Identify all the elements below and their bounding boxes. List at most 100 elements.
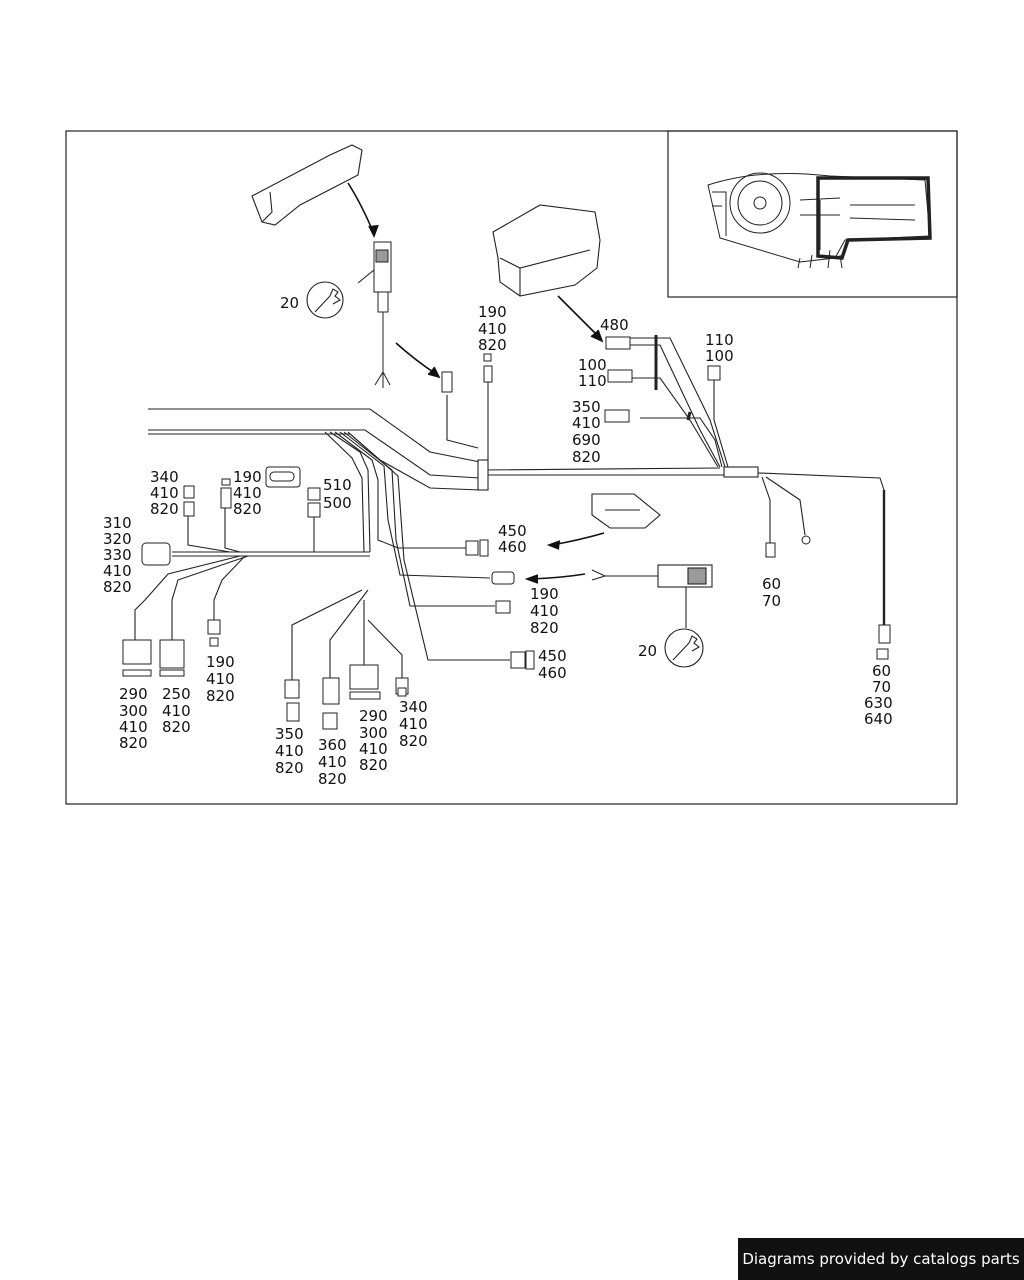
connector-360 xyxy=(322,677,340,705)
label-510: 510 xyxy=(323,476,352,494)
label-350-bot: 820 xyxy=(275,759,304,777)
label-340-bot: 340 xyxy=(399,698,428,716)
label-190-mid: 820 xyxy=(530,619,559,637)
label-60-70: 70 xyxy=(762,592,781,610)
label-110-100: 110 xyxy=(705,331,734,349)
connector-290-left xyxy=(122,639,152,665)
label-450-a: 450 xyxy=(498,522,527,540)
connector-450-a xyxy=(465,540,479,556)
label-190-low: 190 xyxy=(206,653,235,671)
label-290-left: 290 xyxy=(119,685,148,703)
label-190-mid: 410 xyxy=(530,602,559,620)
label-190-left: 820 xyxy=(233,500,262,518)
pointer-arrows xyxy=(347,182,605,584)
label-100-110: 100 xyxy=(578,356,607,374)
label-190-left: 410 xyxy=(233,484,262,502)
connector-340-top xyxy=(183,485,195,499)
label-310: 820 xyxy=(103,578,132,596)
footer-credit: Diagrams provided by catalogs parts xyxy=(738,1238,1024,1280)
connector-480 xyxy=(605,336,631,350)
left-sub-harness xyxy=(134,431,510,680)
connector-110-100 xyxy=(707,365,721,381)
connector-450-b xyxy=(510,651,526,669)
label-350-bot: 410 xyxy=(275,742,304,760)
label-290-bot: 290 xyxy=(359,707,388,725)
label-250: 410 xyxy=(162,702,191,720)
label-190-top: 410 xyxy=(478,320,507,338)
label-290-bot: 300 xyxy=(359,724,388,742)
callout-labels: 20 20 190 410 820 480 100 110 110 100 35… xyxy=(103,294,893,788)
dashboard-location-inset xyxy=(707,172,932,269)
label-510: 500 xyxy=(323,494,352,512)
label-340-top: 820 xyxy=(150,500,179,518)
label-360: 820 xyxy=(318,770,347,788)
inset-frame xyxy=(667,130,958,298)
label-250: 250 xyxy=(162,685,191,703)
label-60-640: 60 xyxy=(872,662,891,680)
label-310: 320 xyxy=(103,530,132,548)
connector-60-70 xyxy=(765,542,776,558)
switch-component xyxy=(591,493,661,529)
label-60-640: 630 xyxy=(864,694,893,712)
label-110-100: 100 xyxy=(705,347,734,365)
ground-ring xyxy=(801,535,811,545)
label-290-bot: 820 xyxy=(359,756,388,774)
label-340-top: 340 xyxy=(150,468,179,486)
connector-60-640 xyxy=(878,624,891,644)
connector-100-110 xyxy=(607,369,633,383)
upper-branches xyxy=(446,335,886,625)
wrench-icon xyxy=(306,269,375,319)
label-290-left: 820 xyxy=(119,734,148,752)
connector-510 xyxy=(307,487,321,501)
connector-190-low xyxy=(495,600,511,614)
connector-small-a xyxy=(441,371,453,393)
label-290-left: 410 xyxy=(119,718,148,736)
label-310: 330 xyxy=(103,546,132,564)
label-450-b: 460 xyxy=(538,664,567,682)
connector-350-top xyxy=(604,409,630,423)
label-350-top: 820 xyxy=(572,448,601,466)
connector-190-top xyxy=(483,365,493,383)
label-250: 820 xyxy=(162,718,191,736)
label-340-top: 410 xyxy=(150,484,179,502)
label-190-top: 190 xyxy=(478,303,507,321)
label-480: 480 xyxy=(600,316,629,334)
label-190-mid: 190 xyxy=(530,585,559,603)
label-100-110: 110 xyxy=(578,372,607,390)
wrench-icon xyxy=(664,628,704,668)
label-190-low: 820 xyxy=(206,687,235,705)
connector-190-low-left xyxy=(207,619,221,635)
connectors xyxy=(122,241,891,730)
label-450-a: 460 xyxy=(498,538,527,556)
connector-190-mid xyxy=(491,571,515,585)
label-310: 310 xyxy=(103,514,132,532)
label-340-bot: 410 xyxy=(399,715,428,733)
label-360: 410 xyxy=(318,753,347,771)
components xyxy=(251,144,713,628)
label-350-top: 690 xyxy=(572,431,601,449)
overhead-switch-unit xyxy=(251,144,363,226)
connector-250 xyxy=(159,639,185,669)
control-module xyxy=(492,204,601,297)
label-350-top: 350 xyxy=(572,398,601,416)
label-tool-mid: 20 xyxy=(638,642,657,660)
label-60-640: 640 xyxy=(864,710,893,728)
label-350-top: 410 xyxy=(572,414,601,432)
label-60-70: 60 xyxy=(762,575,781,593)
label-360: 360 xyxy=(318,736,347,754)
label-450-b: 450 xyxy=(538,647,567,665)
label-290-bot: 410 xyxy=(359,740,388,758)
label-60-640: 70 xyxy=(872,678,891,696)
connector-190-left xyxy=(220,487,232,509)
label-350-bot: 350 xyxy=(275,725,304,743)
label-310: 410 xyxy=(103,562,132,580)
label-340-bot: 820 xyxy=(399,732,428,750)
label-290-left: 300 xyxy=(119,702,148,720)
label-tool-top: 20 xyxy=(280,294,299,312)
label-190-left: 190 xyxy=(233,468,262,486)
connector-310 xyxy=(141,542,171,566)
connector-290-bot xyxy=(349,664,379,690)
label-190-low: 410 xyxy=(206,670,235,688)
connector-350-bot xyxy=(284,679,300,699)
